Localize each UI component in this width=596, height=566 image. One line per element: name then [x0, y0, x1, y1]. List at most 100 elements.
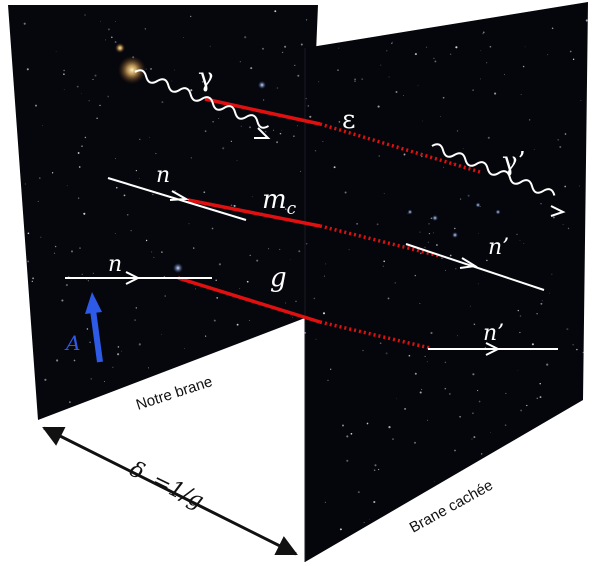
star	[443, 166, 445, 168]
star	[151, 251, 153, 253]
star	[569, 50, 572, 53]
star	[92, 272, 94, 274]
star	[183, 37, 184, 38]
star	[432, 232, 434, 234]
star	[111, 36, 113, 39]
label-gamma: γ	[198, 63, 214, 93]
star	[383, 260, 386, 263]
star	[69, 401, 71, 403]
star-field	[23, 10, 588, 531]
star	[138, 178, 140, 179]
star	[134, 319, 136, 321]
star	[285, 302, 287, 304]
star	[354, 78, 356, 81]
star	[66, 185, 68, 187]
star	[190, 15, 192, 18]
star	[348, 249, 350, 251]
star	[373, 469, 376, 471]
star	[190, 157, 192, 159]
star	[81, 273, 83, 275]
our-brane-panel	[8, 5, 318, 420]
star	[489, 45, 492, 48]
neutron-line-mid	[65, 271, 212, 285]
label-n-prime-bottom: n’	[483, 321, 504, 346]
star	[279, 132, 282, 135]
star	[449, 254, 452, 257]
star	[313, 297, 316, 300]
star	[73, 359, 76, 362]
star	[430, 331, 433, 335]
star	[374, 464, 377, 467]
star	[472, 89, 474, 91]
star	[536, 397, 539, 400]
star	[218, 263, 221, 266]
star	[103, 380, 106, 383]
star	[377, 468, 380, 471]
star	[504, 424, 507, 426]
star	[505, 392, 507, 394]
photon-gamma	[134, 69, 271, 139]
neutron-prime-line-bottom	[428, 342, 558, 356]
star	[477, 390, 479, 392]
star	[419, 303, 421, 304]
star	[161, 251, 163, 253]
star	[117, 353, 120, 356]
star	[41, 125, 43, 126]
star	[354, 80, 356, 82]
star	[391, 42, 393, 44]
star	[104, 39, 106, 41]
star	[324, 501, 326, 503]
star	[54, 245, 57, 248]
star	[482, 31, 485, 34]
star	[233, 204, 236, 207]
star	[305, 242, 308, 245]
star	[523, 242, 525, 244]
star	[281, 130, 282, 131]
star	[377, 105, 380, 108]
star	[357, 491, 360, 494]
star	[582, 351, 584, 353]
star	[346, 435, 349, 438]
star	[567, 227, 570, 230]
star	[152, 193, 154, 196]
star	[333, 166, 336, 169]
star	[293, 135, 295, 137]
star	[295, 300, 297, 303]
star	[576, 348, 578, 351]
star	[79, 247, 81, 249]
star	[387, 297, 390, 300]
star	[414, 274, 417, 277]
star	[116, 187, 118, 189]
star	[244, 36, 247, 39]
star	[421, 120, 423, 122]
star	[519, 331, 521, 334]
star	[174, 190, 176, 192]
star	[304, 331, 307, 334]
star	[161, 334, 162, 335]
star	[171, 80, 173, 82]
star	[402, 94, 404, 96]
star	[519, 315, 522, 317]
star	[135, 169, 138, 172]
star	[419, 252, 422, 255]
star	[130, 229, 132, 232]
star	[478, 232, 479, 234]
label-notre-brane: Notre brane	[134, 373, 215, 414]
star	[239, 61, 242, 63]
star	[70, 250, 74, 253]
star	[388, 426, 391, 429]
coupling-lines	[177, 97, 481, 350]
star	[53, 252, 56, 254]
star	[236, 160, 238, 161]
star	[262, 99, 265, 101]
star	[361, 78, 364, 80]
star	[408, 354, 411, 357]
star	[456, 335, 458, 337]
star	[376, 223, 379, 226]
star	[469, 305, 471, 307]
star	[546, 363, 549, 366]
star	[307, 105, 310, 107]
star	[426, 46, 427, 48]
star	[379, 342, 382, 345]
star	[249, 126, 251, 129]
